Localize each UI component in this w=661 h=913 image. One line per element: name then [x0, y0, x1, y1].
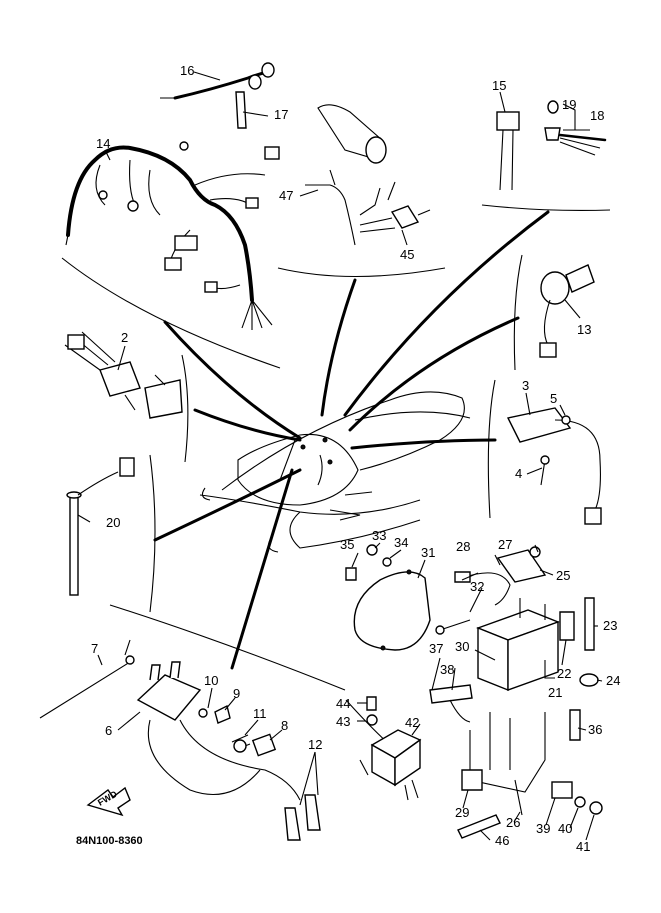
- callout-9: 9: [233, 686, 240, 701]
- grip-heater-lead-47: [305, 104, 396, 246]
- ignition-coil-6: [136, 661, 301, 801]
- bulb-socket-18: [544, 100, 607, 156]
- callout-44: 44: [336, 696, 350, 711]
- fwd-arrow: FWD: [86, 786, 131, 817]
- drawing-code: 84N100-8360: [76, 835, 143, 847]
- callout-6: 6: [105, 723, 112, 738]
- callout-46: 46: [495, 833, 509, 848]
- lead-wire-7: [39, 639, 135, 719]
- callout-12: 12: [308, 737, 322, 752]
- callout-10: 10: [204, 673, 218, 688]
- hardware-33-35: [345, 544, 392, 581]
- callout-42: 42: [405, 715, 419, 730]
- relay-15: [496, 111, 520, 191]
- callout-25: 25: [556, 568, 570, 583]
- sender-20: [66, 457, 135, 596]
- callout-43: 43: [336, 714, 350, 729]
- cdi-unit-3: [506, 407, 602, 525]
- callout-21: 21: [548, 685, 562, 700]
- callout-40: 40: [558, 821, 572, 836]
- callout-47: 47: [279, 188, 293, 203]
- callout-16: 16: [180, 63, 194, 78]
- grip-switch-45: [359, 205, 431, 233]
- fuse-holder-38: [429, 684, 473, 723]
- callout-26: 26: [506, 815, 520, 830]
- callout-14: 14: [96, 136, 110, 151]
- group-leaders: [153, 210, 550, 670]
- lead-wire-16: [160, 62, 275, 100]
- callout-28: 28: [456, 539, 470, 554]
- callout-32: 32: [470, 579, 484, 594]
- callout-36: 36: [588, 722, 602, 737]
- callout-5: 5: [550, 391, 557, 406]
- callout-37: 37: [429, 641, 443, 656]
- snowmobile-chassis: [199, 391, 471, 553]
- callout-20: 20: [106, 515, 120, 530]
- hardware-39-41-46: [457, 781, 603, 839]
- callout-27: 27: [498, 537, 512, 552]
- starter-relay-42: [359, 729, 422, 801]
- callout-30: 30: [455, 639, 469, 654]
- battery-30: [476, 598, 560, 692]
- wire-harness-14: [65, 141, 280, 330]
- callout-33: 33: [372, 528, 386, 543]
- callout-41: 41: [576, 839, 590, 854]
- callout-2: 2: [121, 330, 128, 345]
- callout-18: 18: [590, 108, 604, 123]
- callout-35: 35: [340, 537, 354, 552]
- callout-39: 39: [536, 821, 550, 836]
- callout-24: 24: [606, 673, 620, 688]
- callout-8: 8: [281, 718, 288, 733]
- callout-17: 17: [274, 107, 288, 122]
- callout-labels: 16 17 14 47 45 15 19 18 13 2 20 3 5 4 7 …: [91, 63, 620, 854]
- callout-22: 22: [557, 666, 571, 681]
- callout-7: 7: [91, 641, 98, 656]
- callout-leaders: [77, 71, 603, 841]
- callout-11: 11: [253, 706, 267, 721]
- callout-4: 4: [515, 466, 522, 481]
- callout-34: 34: [394, 535, 408, 550]
- bolt-36: [569, 709, 581, 741]
- battery-lead-32: [435, 571, 511, 635]
- coil-hardware-8-11: [198, 704, 277, 757]
- regulator-2: [64, 331, 183, 419]
- spark-plug-caps-12: [284, 794, 321, 841]
- callout-13: 13: [577, 322, 591, 337]
- main-switch-13: [539, 264, 595, 358]
- bolts-43-44: [366, 696, 378, 726]
- battery-box-26: [461, 712, 546, 816]
- cover-31: [353, 569, 431, 651]
- wire-band-17: [235, 91, 247, 129]
- battery-band-25: [496, 546, 547, 583]
- callout-29: 29: [455, 805, 469, 820]
- callout-31: 31: [421, 545, 435, 560]
- callout-3: 3: [522, 378, 529, 393]
- callout-23: 23: [603, 618, 617, 633]
- hardware-22-24: [559, 597, 599, 687]
- callout-15: 15: [492, 78, 506, 93]
- callout-38: 38: [440, 662, 454, 677]
- callout-45: 45: [400, 247, 414, 262]
- callout-19: 19: [562, 97, 576, 112]
